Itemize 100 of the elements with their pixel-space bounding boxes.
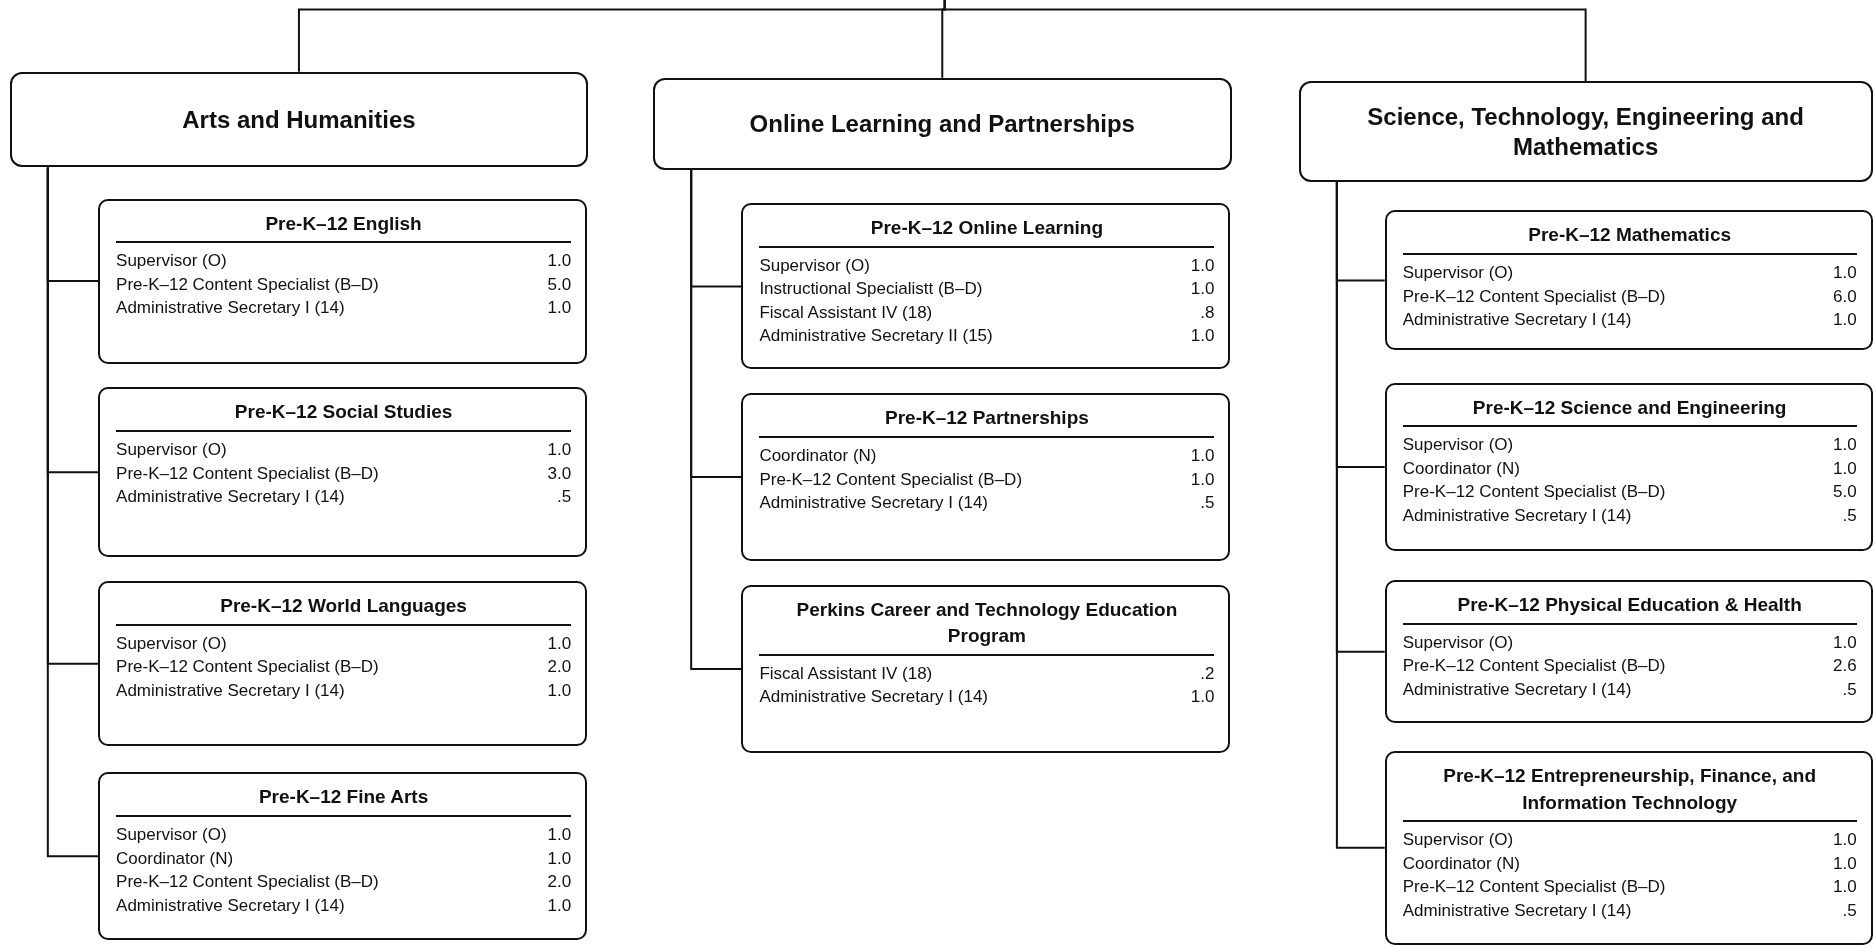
position-title: Coordinator (N) [759, 445, 877, 467]
unit-title: Pre-K–12 Mathematics [1402, 222, 1857, 256]
position-title: Pre-K–12 Content Specialist (B–D) [1402, 481, 1666, 504]
department-box [652, 77, 1232, 170]
staff-count: .5 [1842, 504, 1857, 527]
position-title: Administrative Secretary I (14) [759, 686, 988, 709]
position-title: Pre-K–12 Content Specialist (B–D) [116, 462, 379, 485]
position-title: Supervisor (O) [1402, 262, 1514, 285]
position-title: Coordinator (N) [116, 847, 234, 870]
staff-count: 1.0 [1832, 876, 1857, 899]
position-title: Supervisor (O) [116, 824, 227, 847]
unit-box [1384, 382, 1873, 552]
position-title: Administrative Secretary II (15) [759, 325, 993, 348]
unit-box [741, 203, 1231, 370]
unit-box [741, 584, 1231, 754]
position-title: Instructional Specialistt (B–D) [759, 278, 983, 301]
staff-count: .5 [1842, 899, 1857, 922]
staff-count: 1.0 [547, 632, 572, 655]
position-title: Coordinator (N) [1402, 457, 1520, 480]
staff-count: 1.0 [1190, 468, 1215, 491]
position-title: Administrative Secretary I (14) [1402, 899, 1632, 922]
unit-box [98, 387, 588, 558]
staff-count: .2 [1200, 662, 1215, 685]
staff-count: 2.6 [1832, 655, 1857, 678]
unit-title: Pre-K–12 Science and Engineering [1402, 394, 1857, 428]
staff-count: 1.0 [547, 679, 572, 702]
staff-count: 1.0 [547, 250, 572, 273]
staff-count: 1.0 [1832, 262, 1857, 285]
position-title: Supervisor (O) [1402, 434, 1514, 457]
position-title: Pre-K–12 Content Specialist (B–D) [116, 273, 379, 296]
unit-title: Pre-K–12 Social Studies [116, 399, 572, 432]
staff-count: 1.0 [547, 439, 572, 461]
staff-count: 1.0 [547, 824, 572, 847]
position-title: Administrative Secretary I (14) [116, 297, 345, 320]
position-title: Supervisor (O) [116, 439, 227, 461]
connector-line [943, 0, 1587, 83]
position-title: Fiscal Assistant IV (18) [759, 662, 933, 685]
connector-line [1335, 180, 1386, 849]
unit-box [741, 393, 1231, 561]
staff-count: 1.0 [547, 297, 572, 320]
department-title: Arts and Humanities [182, 104, 416, 135]
connector-line [46, 166, 100, 858]
staff-count: 2.0 [547, 871, 572, 894]
staff-count: 1.0 [1832, 457, 1857, 480]
staff-count: 5.0 [1832, 481, 1857, 504]
unit-title: Pre-K–12 Online Learning [759, 215, 1215, 248]
staff-count: 1.0 [1190, 686, 1215, 709]
position-title: Administrative Secretary I (14) [116, 486, 345, 508]
unit-box [1384, 579, 1873, 724]
position-title: Pre-K–12 Content Specialist (B–D) [1402, 876, 1666, 899]
unit-title: Pre-K–12 Fine Arts [116, 784, 572, 818]
department-box [9, 71, 589, 168]
unit-title: Pre-K–12 World Languages [116, 593, 572, 626]
position-title: Coordinator (N) [1402, 852, 1520, 875]
connector-line [690, 168, 743, 671]
position-title: Administrative Secretary I (14) [116, 894, 345, 917]
staff-count: 1.0 [1190, 325, 1215, 348]
position-title: Supervisor (O) [759, 254, 870, 277]
staff-count: 6.0 [1832, 285, 1857, 308]
department-box [1298, 81, 1873, 182]
unit-title: Perkins Career and Technology Education Program [759, 596, 1215, 656]
department-title: Online Learning and Partnerships [749, 108, 1135, 139]
staff-count: 1.0 [1832, 309, 1857, 332]
position-title: Pre-K–12 Content Specialist (B–D) [116, 871, 379, 894]
staff-count: 5.0 [547, 273, 572, 296]
position-title: Supervisor (O) [116, 632, 227, 655]
staff-count: .5 [1200, 492, 1215, 514]
unit-box [98, 772, 588, 940]
position-title: Supervisor (O) [1402, 829, 1514, 852]
unit-box [98, 198, 588, 364]
unit-box [1384, 210, 1873, 351]
staff-count: 1.0 [1832, 434, 1857, 457]
unit-title: Pre-K–12 Partnerships [759, 405, 1215, 438]
position-title: Administrative Secretary I (14) [1402, 504, 1632, 527]
staff-count: 1.0 [1832, 829, 1857, 852]
position-title: Supervisor (O) [1402, 631, 1514, 654]
position-title: Administrative Secretary I (14) [759, 492, 988, 514]
staff-count: .8 [1200, 301, 1215, 324]
unit-title: Pre-K–12 Entrepreneurship, Finance, and Information Technology [1402, 762, 1857, 823]
position-title: Supervisor (O) [116, 250, 227, 273]
position-title: Administrative Secretary I (14) [116, 679, 345, 702]
position-title: Administrative Secretary I (14) [1402, 678, 1632, 701]
staff-count: 1.0 [547, 847, 572, 870]
position-title: Pre-K–12 Content Specialist (B–D) [759, 468, 1023, 491]
staff-count: 2.0 [547, 656, 572, 679]
position-title: Pre-K–12 Content Specialist (B–D) [1402, 285, 1666, 308]
staff-count: .5 [1842, 678, 1857, 701]
staff-count: 1.0 [547, 894, 572, 917]
staff-count: 1.0 [1832, 852, 1857, 875]
staff-count: 1.0 [1190, 254, 1215, 277]
position-title: Pre-K–12 Content Specialist (B–D) [116, 656, 379, 679]
staff-count: 3.0 [547, 462, 572, 485]
position-title: Pre-K–12 Content Specialist (B–D) [1402, 655, 1666, 678]
unit-title: Pre-K–12 English [116, 210, 572, 244]
staff-count: 1.0 [1832, 631, 1857, 654]
position-title: Administrative Secretary I (14) [1402, 309, 1632, 332]
department-title: Science, Technology, Engineering and Mathematics [1366, 101, 1805, 162]
staff-count: .5 [556, 486, 572, 508]
unit-box [98, 581, 588, 747]
unit-box [1384, 750, 1873, 945]
